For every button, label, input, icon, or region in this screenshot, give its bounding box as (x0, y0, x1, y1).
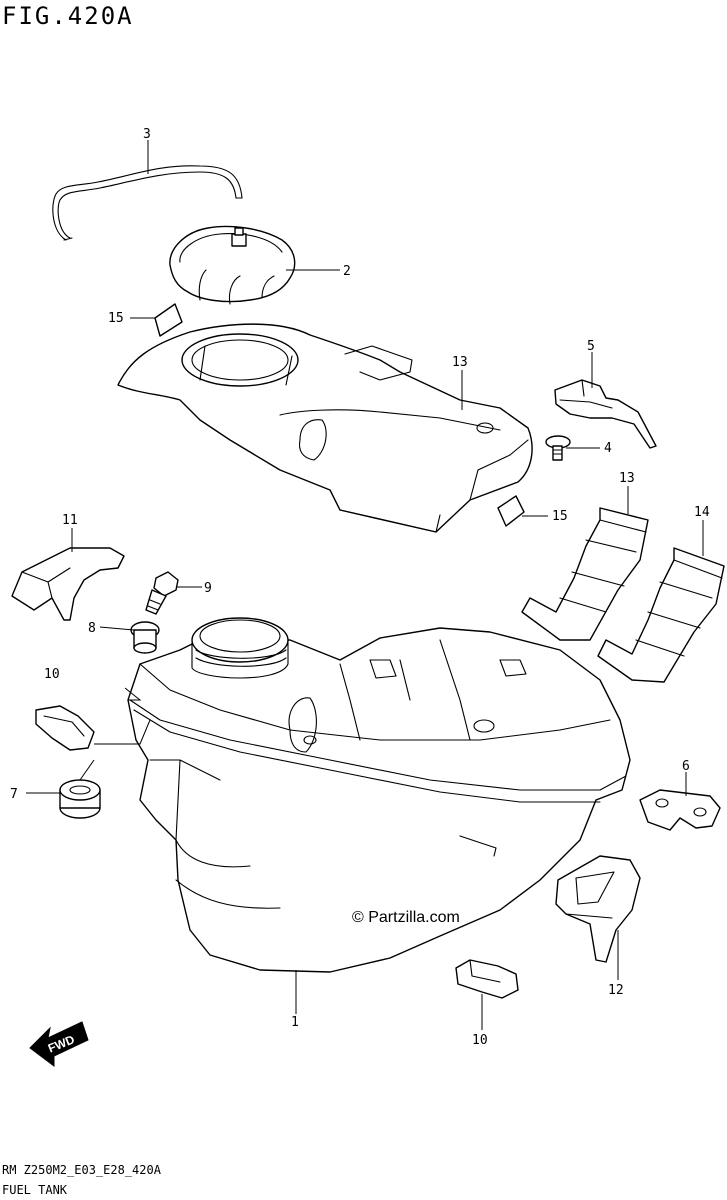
callout-13-left: 13 (619, 471, 635, 486)
callout-15-left: 15 (108, 311, 124, 326)
callout-3: 3 (143, 127, 151, 142)
callout-10-bottom: 10 (472, 1033, 488, 1048)
callout-5: 5 (587, 339, 595, 354)
leader-lines (26, 140, 704, 1030)
cushion-tape-right-part (497, 495, 525, 527)
callout-7: 7 (10, 787, 18, 802)
callout-9: 9 (204, 581, 212, 596)
watermark: © Partzilla.com (352, 909, 460, 926)
fwd-arrow: FWD (29, 1021, 89, 1067)
clamp-bottom-part (455, 959, 519, 999)
callout-8: 8 (88, 621, 96, 636)
screw-part (545, 435, 571, 461)
bolt-part (145, 571, 179, 615)
collar-part (130, 621, 160, 654)
callout-1: 1 (291, 1015, 299, 1030)
cushion-tape-left-part (154, 303, 183, 337)
callout-15-right: 15 (552, 509, 568, 524)
callout-2: 2 (343, 264, 351, 279)
callout-10-left: 10 (44, 667, 60, 682)
callout-6: 6 (682, 759, 690, 774)
tank-bracket-part (554, 379, 657, 449)
callout-14: 13 (452, 355, 468, 370)
tank-cover-part (117, 323, 533, 533)
footer-code: RM Z250M2_E03_E28_420A (2, 1163, 161, 1177)
fuel-tank-part (127, 617, 631, 973)
guide-right-part (555, 855, 641, 963)
clamp-left-part (35, 705, 95, 751)
mounting-plate-part (639, 789, 721, 831)
pad-left-part (521, 507, 649, 641)
callout-13-right: 14 (694, 505, 710, 520)
callout-labels: 3 2 15 13 5 4 15 13 14 11 9 8 10 7 6 12 … (10, 127, 710, 1048)
pad-right-part (597, 547, 725, 683)
guide-left-part (11, 547, 125, 621)
breather-hose-part (52, 165, 243, 241)
cushion-part (59, 779, 101, 819)
figure-title: FIG.420A (2, 2, 134, 30)
callout-4: 4 (604, 441, 612, 456)
footer-name: FUEL TANK (2, 1183, 68, 1197)
callout-11: 11 (62, 513, 78, 528)
callout-12: 12 (608, 983, 624, 998)
fuel-cap-part (169, 225, 296, 305)
